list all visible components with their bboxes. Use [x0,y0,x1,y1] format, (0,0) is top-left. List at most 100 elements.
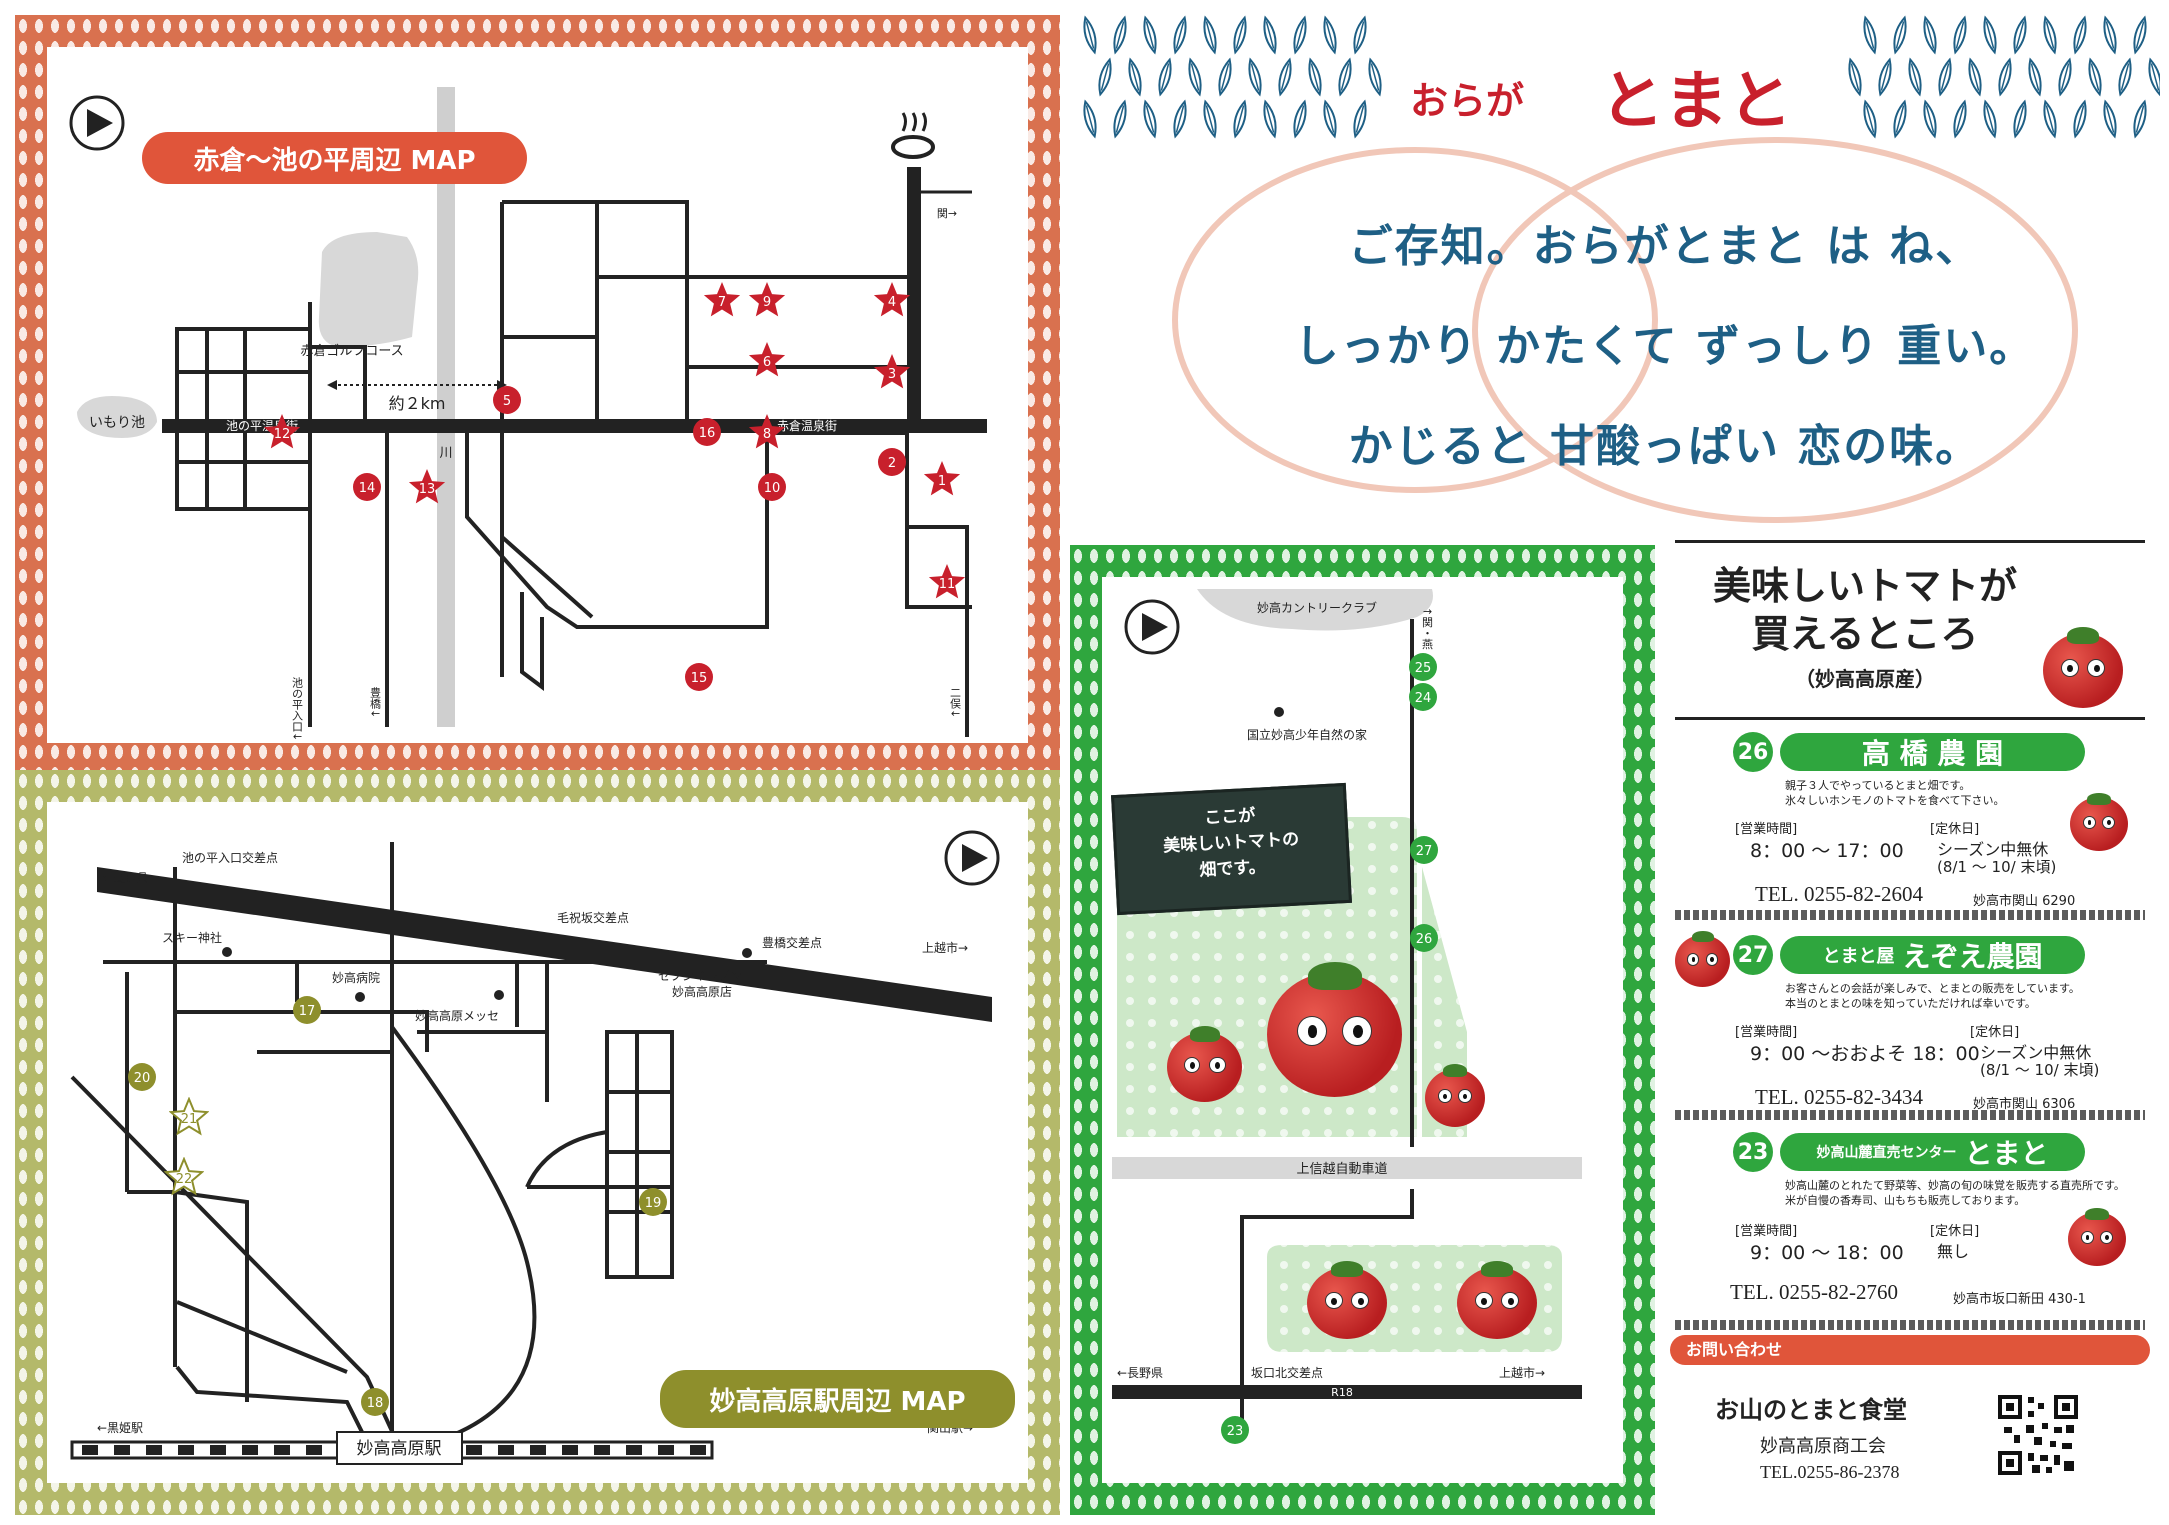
station-map: 池の平入口交差点 ←長野県 スキー神社 R18 毛祝坂交差点 豊橋交差点 上越市… [70,842,992,1465]
label-street-right: 赤倉温泉街 [777,418,837,433]
label-messe: 妙高高原メッセ [415,1008,499,1023]
org-sub: 妙高高原商工会 [1760,1436,1886,1457]
label-toyohashi: 豊橋↓ [369,687,382,719]
label-hospital: 妙高病院 [332,970,380,985]
station-map-panel: 池の平入口交差点 ←長野県 スキー神社 R18 毛祝坂交差点 豊橋交差点 上越市… [15,770,1060,1515]
label-expressway: 上信越自動車道 [1296,1162,1387,1177]
shop-entry: 23 妙高山麓直売センター とまと 妙高山麓のとれたて野菜等、妙高の旬の味覚を販… [1675,1132,2155,1322]
label-moshukuzaka: 毛祝坂交差点 [557,910,629,925]
map-marker-label: 22 [176,1172,193,1187]
shop-name-prefix: とまと屋 [1822,946,1895,967]
map-marker-2: 2 [872,442,912,482]
shop-name-main: とまと [1964,1137,2049,1170]
tomato-illustration [1457,1261,1537,1339]
label-kurohime: ←黒姫駅 [97,1421,143,1435]
map-marker-10: 10 [752,467,792,507]
map-marker-4: 4 [872,280,912,320]
map-marker-label: 25 [1415,661,1432,676]
tagline-3: かじると 甘酸っぱい 恋の味。 [1348,421,1982,472]
shop-entry: 27 とまと屋 えぞえ農園 お客さんとの会話が楽しみで、とまとの販売をしています… [1675,930,2155,1115]
label-pond: いもり池 [89,415,145,431]
qr-code[interactable] [1998,1395,2078,1475]
tomato-illustration [1267,962,1402,1097]
label-joetsu: 上越市→ [922,940,968,955]
shop-name-main: えぞえ農園 [1902,940,2043,973]
map-marker-label: 19 [645,1196,662,1211]
divider [1675,1320,2145,1330]
map-marker-26: 26 [1404,918,1444,958]
shop-hours: 9：00 ～おおよそ 18：00 [1750,1043,1980,1065]
map-marker-12: 12 [262,412,302,452]
label-r18: R18 [1331,1386,1353,1399]
shop-closed-period: (8/1 ～ 10/ 末頃) [1980,1061,2100,1079]
tomato-illustration [2070,792,2128,851]
map-marker-label: 24 [1415,691,1432,706]
map-marker-label: 5 [503,394,511,409]
play-icon [69,95,125,151]
map-marker-label: 2 [888,456,896,471]
label-country-club: 妙高カントリークラブ [1257,600,1377,615]
map-marker-label: 6 [763,355,771,370]
map-marker-15: 15 [679,657,719,697]
akakura-map-title: 赤倉～池の平周辺 MAP [142,132,527,184]
tomato-illustration [1307,1261,1387,1339]
label-seven-store: 妙高高原店 [672,984,732,999]
map-marker-1: 1 [922,459,962,499]
map-marker-label: 4 [888,295,896,310]
shop-entry: 26 高 橋 農 園 親子３人でやっているとまと畑です。 氷々しいホンモノのトマ… [1675,732,2155,912]
shop-subtitle: （妙高高原産） [1795,667,1935,691]
shop-hours: 8：00 ～ 17：00 [1750,840,1904,862]
label-futamata: 二俣↓ [949,687,962,718]
label-seki: 関→ [937,207,957,220]
shop-name-prefix: 妙高山麓直売センター [1816,1145,1957,1161]
tomato-illustration [2068,1207,2126,1266]
label-nature-house: 国立妙高少年自然の家 [1247,727,1367,742]
shop-name: 妙高山麓直売センター とまと [1780,1133,2085,1171]
shop-desc: お客さんとの会話が楽しみで、とまとの販売をしています。 [1785,982,2080,995]
hours-label: [営業時間] [1735,1224,1798,1239]
map-marker-25: 25 [1403,647,1443,687]
divider [1675,1110,2145,1120]
station-map-area: 池の平入口交差点 ←長野県 スキー神社 R18 毛祝坂交差点 豊橋交差点 上越市… [47,802,1028,1483]
map-marker-18: 18 [355,1382,395,1422]
title-block: おらが とまと ご存知。おらがとまと は ね、 しっかり かたくて ずっしり 重… [1075,10,2160,540]
shop-closed: シーズン中無休 [1980,1043,2092,1062]
sekiyama-map-panel: 妙高カントリークラブ ↑関・燕 国立妙高少年自然の家 上信越自動車道 ←長野県 … [1070,545,1655,1515]
closed-label: [定休日] [1930,1224,1980,1239]
shop-list: 美味しいトマトが 買えるところ （妙高高原産） 26 高 橋 農 園 親子３人で… [1665,540,2165,1520]
org-name: お山のとまと食堂 [1715,1396,1907,1424]
shop-desc: 米が自慢の香寿司、山もちも販売しております。 [1785,1194,2026,1207]
shop-closed: シーズン中無休 [1937,840,2049,859]
tomato-illustration [1167,1026,1242,1102]
map-marker-label: 15 [691,671,708,686]
shop-desc: 妙高山麓のとれたて野菜等、妙高の旬の味覚を販売する直売所です。 [1785,1179,2125,1192]
shop-title-1: 美味しいトマトが [1712,564,2017,608]
label-seven: セブンイレブン [658,968,742,983]
closed-label: [定休日] [1970,1025,2020,1040]
shop-name: 高 橋 農 園 [1780,733,2085,771]
map-marker-11: 11 [927,562,967,602]
map-marker-label: 26 [1416,932,1433,947]
map-marker-label: 10 [764,481,781,496]
tagline-1: ご存知。おらがとまと は ね、 [1348,221,1982,272]
contact-label: お問い合わせ [1686,1340,1783,1359]
map-marker-20: 20 [122,1057,162,1097]
akakura-map-panel: 赤倉ゴルフコース いもり池 池の平温泉街 赤倉温泉街 川 約２km 関→ 池の平… [15,15,1060,775]
hot-spring-icon [891,112,935,159]
map-marker-24: 24 [1403,677,1443,717]
shop-tel: TEL. 0255-82-2760 [1730,1280,1898,1304]
shop-number: 23 [1733,1132,1773,1172]
label-golf: 赤倉ゴルフコース [300,343,403,359]
map-marker-22: 22 [163,1156,205,1197]
map-marker-label: 23 [1227,1424,1244,1439]
map-marker-13: 13 [407,467,447,507]
shop-title-2: 買えるところ [1751,612,1979,656]
map-marker-14: 14 [347,467,387,507]
map-marker-21: 21 [168,1096,210,1137]
headline-big: とまと [1600,65,1792,139]
shop-number: 27 [1733,935,1773,975]
label-nagano: ←長野県 [1117,1366,1163,1380]
map-marker-9: 9 [747,280,787,320]
map-marker-label: 21 [181,1112,198,1127]
map-marker-label: 8 [763,427,771,442]
